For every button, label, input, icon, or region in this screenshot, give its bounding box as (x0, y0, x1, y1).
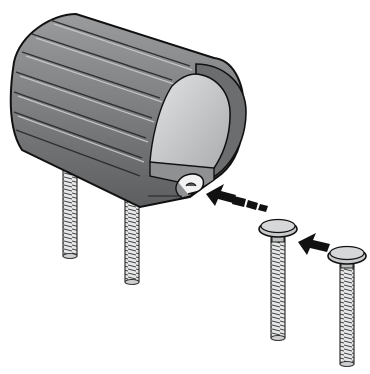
insert-arrow-upper (206, 184, 268, 212)
insert-arrow-lower (298, 233, 330, 255)
carriage-bolt-front (258, 218, 298, 341)
carriage-bolt-rear (327, 245, 367, 367)
housing-rib-highlights (17, 23, 193, 163)
housing-ribs (13, 19, 191, 177)
ribbed-housing (9, 12, 247, 209)
